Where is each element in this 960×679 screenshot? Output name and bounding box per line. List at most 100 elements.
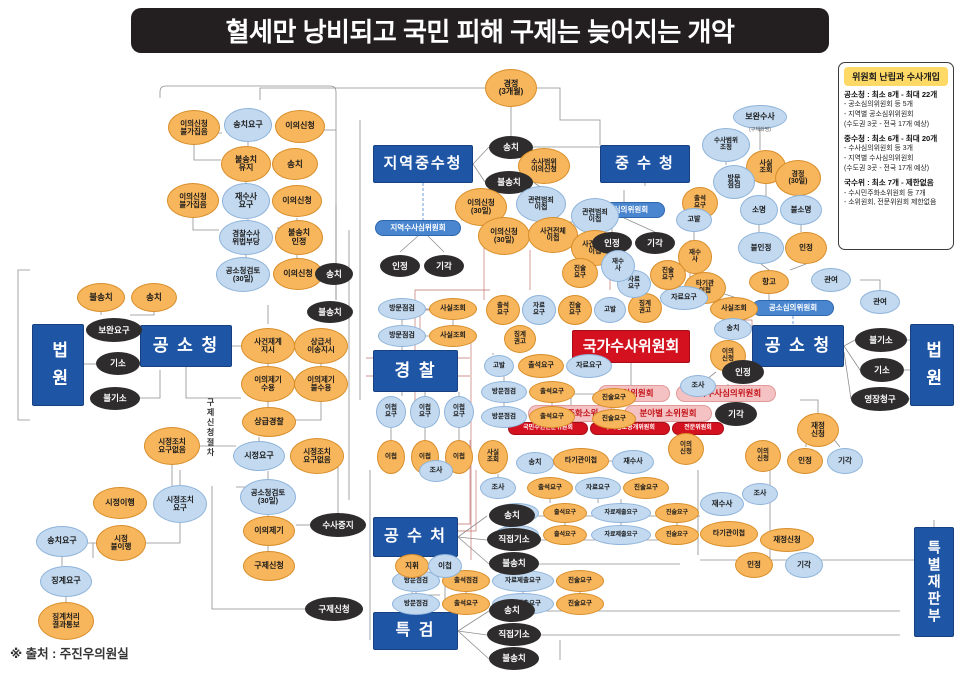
process-node-n86[interactable]: 재수사 [612,450,654,474]
process-node-n140[interactable]: 송치 [714,318,752,340]
agency-prosecution-left[interactable]: 공 소 청 [140,325,232,367]
process-node-n26[interactable]: 시정조치 요구없음 [290,438,344,474]
process-node-n37[interactable]: 송치요구 [36,526,88,557]
process-node-n52[interactable]: 인정 [592,232,632,254]
process-node-n131[interactable]: 항고 [749,270,789,294]
process-node-n34[interactable]: 시정조치 요구 [153,485,207,523]
process-node-n133[interactable]: 사실조회 [710,297,758,321]
process-node-n12[interactable]: 이의신청 [273,258,323,290]
process-node-n164[interactable]: 재수 사 [601,250,635,282]
process-node-n98[interactable]: 자료제출요구 [591,525,651,545]
committee-prosecution-review-committee[interactable]: 공소심의위원회 [752,300,834,316]
process-node-n158[interactable]: 기각 [785,552,823,578]
process-node-n7[interactable]: 재수사 요구 [222,183,270,219]
process-node-n163[interactable]: 진술 요구 [562,258,598,288]
process-node-n58[interactable]: 출석 요구 [486,295,520,325]
process-node-n125[interactable]: 소명 [740,195,778,225]
process-node-n91[interactable]: 조사 [419,460,453,482]
agency-special-prosec[interactable]: 특 검 [373,612,458,650]
process-node-n68[interactable]: 방문점검 [481,381,527,403]
process-node-n29[interactable]: 구제신청 [243,551,295,581]
process-node-n18[interactable]: 기소 [96,352,140,375]
process-node-n99[interactable]: 진술요구 [655,525,699,545]
process-node-n13[interactable]: 송치 [315,263,353,285]
process-node-n40[interactable]: 경정 (3개월) [485,69,537,107]
process-node-n39[interactable]: 징계처리 결과통보 [38,602,94,640]
agency-court-right[interactable]: 법 원 [910,324,954,406]
process-node-n122[interactable]: 방문 점검 [713,165,755,199]
process-node-n89[interactable]: 자료요구 [575,477,621,499]
process-node-n145[interactable]: 불기소 [855,328,907,352]
process-node-n19[interactable]: 불기소 [90,387,140,410]
process-node-n105[interactable]: 출석요구 [442,593,490,615]
process-node-n24[interactable]: 상급경찰 [242,407,296,437]
process-node-n142[interactable]: 조사 [680,375,716,397]
process-node-n123[interactable]: 경정 (30일) [775,160,821,196]
process-node-n5[interactable]: 송치 [272,148,318,180]
process-node-n60[interactable]: 진술 요구 [558,295,592,325]
process-node-n63[interactable]: 징계 권고 [504,325,536,353]
process-node-n138[interactable]: 진술 요구 [650,260,686,290]
process-node-n103[interactable]: 진술요구 [556,570,604,592]
process-node-n44[interactable]: 이의신청 (30일) [455,188,507,226]
process-node-n76[interactable]: 이첩 요구 [444,396,474,428]
process-node-n83[interactable]: 조사 [480,477,516,499]
process-node-n148[interactable]: 재정 신청 [797,413,839,447]
process-node-n154[interactable]: 재수사 [700,492,744,516]
agency-special-court[interactable]: 특별재판부 [914,527,954,637]
process-node-n75[interactable]: 이첩 요구 [410,396,440,428]
process-node-n126[interactable]: 불소명 [780,195,822,225]
process-node-n144[interactable]: 기각 [715,402,757,426]
process-node-n21[interactable]: 상급서 이송지시 [294,328,348,364]
process-node-n84[interactable]: 송치 [516,452,554,474]
process-node-n41[interactable]: 송치 [489,136,533,159]
process-node-n127[interactable]: 고발 [676,208,712,232]
committee-regional-investigation-review-committee[interactable]: 지역수사심위원회 [375,220,461,236]
process-node-n15[interactable]: 불송치 [77,283,125,312]
process-node-n155[interactable]: 타기관이첩 [700,521,758,547]
process-node-n3[interactable]: 이의신청 [275,110,325,143]
process-node-n149[interactable]: 인정 [787,448,823,474]
process-node-n77[interactable]: 이첩 [377,440,405,474]
process-node-n4[interactable]: 불송치 유지 [221,146,271,182]
process-node-n55[interactable]: 사실조회 [429,298,477,320]
process-node-n22[interactable]: 이의제기 수용 [241,366,295,402]
process-node-n36[interactable]: 시정 불이행 [96,525,146,561]
process-node-n32[interactable]: 시정조치 요구없음 [144,427,200,465]
agency-regional-jungsu[interactable]: 지역중수청 [373,145,473,183]
process-node-n113[interactable]: 직접기소 [487,528,541,551]
process-node-n107[interactable]: 진술요구 [556,593,604,615]
process-node-n135[interactable]: 관여 [860,290,900,314]
process-node-n35[interactable]: 시정이행 [93,487,147,519]
process-node-n11[interactable]: 공소청검토 (30일) [216,257,270,292]
process-node-n20[interactable]: 사건재계 지시 [241,328,295,364]
agency-jungsu[interactable]: 중 수 청 [600,145,690,183]
process-node-n2[interactable]: 송치요구 [224,108,272,142]
process-node-n28[interactable]: 이의제기 [243,516,295,546]
process-node-n47[interactable]: 사건전체 이첩 [528,217,578,253]
process-node-n88[interactable]: 출석요구 [527,477,573,499]
process-node-n156[interactable]: 재정신청 [760,528,814,552]
process-node-n71[interactable]: 출석요구 [529,406,575,428]
process-node-n9[interactable]: 경찰수사 위법부당 [219,220,273,255]
process-node-n59[interactable]: 자료 요구 [522,295,556,325]
agency-gongsucheo[interactable]: 공 수 처 [373,517,458,557]
agency-court-left[interactable]: 법 원 [32,324,84,406]
process-node-n136[interactable]: 자료요구 [660,286,708,310]
process-node-n53[interactable]: 기각 [635,232,675,254]
process-node-n94[interactable]: 자료제출요구 [591,503,651,523]
process-node-n73[interactable]: 진술요구 [592,409,636,429]
process-node-n45[interactable]: 관련범죄 이첩 [516,186,566,222]
process-node-n31[interactable]: 구제신청 [305,597,363,621]
process-node-n90[interactable]: 진술요구 [623,477,669,499]
process-node-n67[interactable]: 자료요구 [566,354,612,378]
process-node-n79[interactable]: 이첩 [445,440,473,474]
process-node-n134[interactable]: 관여 [811,268,851,292]
process-node-n6[interactable]: 이의신청 불가집음 [167,183,219,218]
process-node-n150[interactable]: 기각 [827,448,863,474]
process-node-n120[interactable]: 수사범위 조정 [702,128,750,162]
process-node-n114[interactable]: 불송치 [489,552,539,575]
process-node-n27[interactable]: 공소청검토 (30일) [240,479,296,515]
process-node-n93[interactable]: 출석요구 [543,503,587,523]
process-node-n72[interactable]: 진술요구 [592,388,636,408]
